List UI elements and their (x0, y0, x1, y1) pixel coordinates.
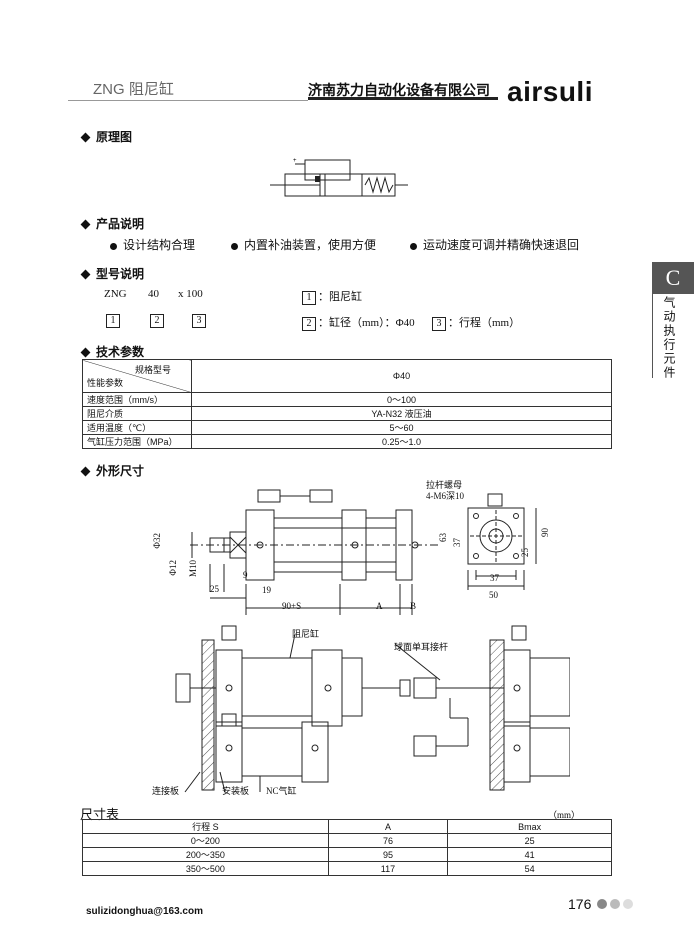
table-row: 速度范围（mm/s）0～100 (82, 392, 612, 407)
section-model: 型号说明 (80, 265, 144, 282)
dim-90s: 90+S (282, 601, 302, 611)
side-tab-rule (652, 294, 653, 378)
model-prefix: ZNG (104, 288, 127, 300)
model-box-2: 2 (150, 314, 166, 328)
dim-9: 9 (243, 570, 248, 580)
model-legend-1: 1：阻尼缸 (302, 288, 362, 305)
rod-thread-label: 拉杆螺母 (426, 480, 463, 490)
feature-2: 内置补油装置，使用方便 (231, 236, 376, 253)
dim-90: 90 (540, 528, 550, 537)
nc-cylinder-label: NC气缸 (266, 786, 297, 796)
section-outline: 外形尺寸 (80, 462, 144, 479)
dot-bullet-icon (231, 242, 238, 250)
model-legend-3: 3：行程（mm） (432, 314, 520, 331)
dim-37-horizontal: 37 (490, 573, 499, 583)
model-box-3: 3 (192, 314, 208, 328)
side-view-drawing (190, 489, 440, 615)
joint-label: 球面单耳接杆 (394, 642, 449, 652)
dim-phi12: Φ12 (168, 560, 178, 576)
dim-table: 行程 S A Bmax 0～200 76 25 200～350 95 41 35… (82, 819, 612, 876)
series-title: ZNG 阻尼缸 (93, 81, 174, 98)
table-row: 气缸压力范围（MPa）0.25～1.0 (82, 434, 612, 449)
dim-25-vertical: 25 (520, 548, 530, 557)
header-rule-thick (308, 97, 498, 100)
page-dot-icon (597, 899, 607, 909)
connect-plate-label: 连接板 (152, 786, 180, 796)
page-number: 176 (568, 896, 592, 912)
section-principle: 原理图 (80, 128, 132, 145)
dot-bullet-icon (410, 242, 417, 250)
dim-37-vertical: 37 (452, 538, 462, 547)
dim-m10: M10 (188, 560, 198, 578)
dot-bullet-icon (110, 242, 117, 250)
feature-1: 设计结构合理 (110, 236, 195, 253)
page-dot-icon (623, 899, 633, 909)
spec-corner-cell: 规格型号 性能参数 (82, 359, 192, 393)
diamond-bullet-icon (80, 269, 91, 280)
section-model-label: 型号说明 (96, 267, 145, 281)
section-description: 产品说明 (80, 215, 144, 232)
dim-table-unit: （mm） (548, 810, 581, 820)
spec-header-row: 规格型号 性能参数 Φ40 (82, 359, 612, 393)
dim-table-title: 尺寸表 (80, 807, 120, 822)
section-tech-label: 技术参数 (96, 345, 145, 359)
model-box-1: 1 (106, 314, 122, 328)
section-description-label: 产品说明 (96, 217, 145, 231)
principle-diagram: + (270, 158, 408, 197)
side-tab-letter: C (652, 262, 694, 294)
diamond-bullet-icon (80, 132, 91, 143)
diamond-bullet-icon (80, 347, 91, 358)
page-dot-icon (610, 899, 620, 909)
section-outline-label: 外形尺寸 (96, 464, 145, 478)
company-name: 济南苏力自动化设备有限公司 (308, 82, 490, 98)
svg-text:+: + (293, 158, 297, 164)
installation-drawing (175, 625, 570, 793)
side-tab-text: 气动执行元件 (662, 296, 676, 380)
dim-19: 19 (262, 585, 271, 595)
dim-b: B (410, 601, 417, 611)
model-stroke: x 100 (178, 288, 203, 300)
footer-email: sulizidonghua@163.com (86, 906, 203, 917)
dim-63: 63 (438, 533, 448, 542)
table-row: 适用温度（℃）5～60 (82, 420, 612, 435)
damper-label: 阻尼缸 (292, 629, 320, 639)
header-rule-thin (68, 100, 308, 101)
model-bore: 40 (148, 288, 159, 300)
dim-table-header: 行程 S A Bmax (82, 819, 612, 834)
thread-spec-label: 4-M6深10 (426, 491, 464, 501)
mount-plate-label: 安装板 (222, 786, 250, 796)
model-legend-2: 2：缸径（mm）：Φ40 (302, 314, 415, 331)
spec-model-value: Φ40 (191, 359, 612, 393)
dim-25: 25 (210, 584, 219, 594)
table-row: 0～200 76 25 (82, 833, 612, 848)
brand-logo: airsuli (507, 76, 593, 107)
table-row: 200～350 95 41 (82, 847, 612, 862)
section-principle-label: 原理图 (96, 130, 133, 144)
diamond-bullet-icon (80, 219, 91, 230)
table-row: 350～500 117 54 (82, 861, 612, 876)
dim-a: A (376, 601, 383, 611)
feature-3: 运动速度可调并精确快速退回 (410, 236, 579, 253)
end-view-drawing (467, 493, 537, 590)
dim-phi32: Φ32 (152, 533, 162, 549)
diamond-bullet-icon (80, 466, 91, 477)
section-tech: 技术参数 (80, 343, 144, 360)
dim-50: 50 (489, 590, 498, 600)
